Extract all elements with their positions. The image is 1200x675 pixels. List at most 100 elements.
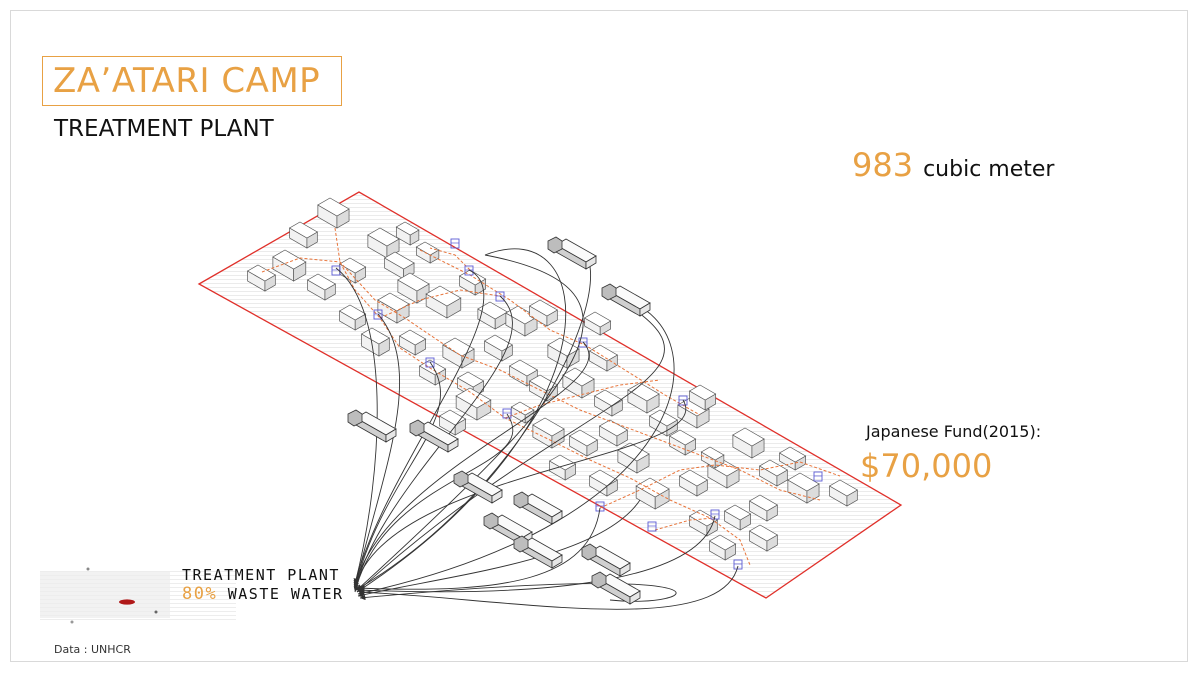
building xyxy=(708,534,737,561)
building xyxy=(360,327,391,357)
building xyxy=(562,367,595,399)
building xyxy=(700,446,725,469)
plant-line2: WASTE WATER xyxy=(227,585,344,603)
building-blocks xyxy=(246,197,859,561)
tanker-truck xyxy=(347,409,397,443)
fund-stat: Japanese Fund(2015): $70,000 xyxy=(860,422,1042,485)
building xyxy=(338,304,367,331)
flow-arrows xyxy=(335,247,739,610)
building xyxy=(758,459,789,487)
collection-tank xyxy=(813,471,823,482)
building xyxy=(748,524,779,552)
flow-arrow xyxy=(356,254,584,591)
tanker-truck xyxy=(513,535,563,569)
title-box: ZA’ATARI CAMP xyxy=(42,56,342,106)
fund-amount: $70,000 xyxy=(860,447,993,485)
building xyxy=(395,221,420,246)
building xyxy=(677,397,710,429)
flow-arrow xyxy=(353,399,687,589)
collection-tank xyxy=(710,509,720,520)
tanker-truck xyxy=(409,419,459,453)
building xyxy=(415,241,440,264)
page-subtitle: TREATMENT PLANT xyxy=(54,116,274,142)
sewer-pipe xyxy=(379,289,501,319)
building xyxy=(425,285,462,319)
flow-arrow xyxy=(357,299,675,596)
collection-tank xyxy=(450,238,460,249)
building xyxy=(528,299,559,327)
plant-percent: 80% xyxy=(182,584,218,604)
flow-arrow xyxy=(356,299,665,593)
building xyxy=(477,301,509,330)
building xyxy=(688,509,719,537)
building xyxy=(272,249,307,282)
flow-arrow xyxy=(353,361,441,589)
flow-arrow xyxy=(353,269,485,585)
slide-frame xyxy=(10,10,1188,662)
building xyxy=(583,311,612,336)
building xyxy=(748,494,779,522)
building xyxy=(288,221,319,249)
sewer-pipe xyxy=(654,517,716,531)
volume-value: 983 xyxy=(852,146,914,184)
tanker-truck xyxy=(453,470,503,504)
flow-arrow xyxy=(353,341,590,587)
building xyxy=(548,454,577,481)
building xyxy=(398,329,427,356)
page-title: ZA’ATARI CAMP xyxy=(53,61,321,101)
tanker-truck xyxy=(547,236,597,270)
collection-tanks xyxy=(331,238,823,570)
flow-arrow xyxy=(353,295,513,591)
flow-arrow xyxy=(358,507,601,591)
building xyxy=(568,429,599,457)
building xyxy=(723,504,752,531)
building xyxy=(317,197,350,229)
treatment-plant-site xyxy=(40,567,236,624)
collection-tank xyxy=(595,501,605,512)
collection-tank xyxy=(733,559,743,570)
flow-arrow xyxy=(359,583,677,602)
sewer-pipe xyxy=(419,249,701,416)
building xyxy=(787,472,820,504)
building xyxy=(732,427,765,459)
building xyxy=(588,344,619,372)
tanker-truck xyxy=(601,283,651,317)
tanker-truck xyxy=(581,543,631,577)
building xyxy=(377,292,410,324)
building xyxy=(778,446,807,471)
flow-arrow xyxy=(335,267,378,585)
plant-line1: TREATMENT PLANT xyxy=(182,566,340,584)
sewer-pipe xyxy=(429,247,471,271)
sewer-pipe xyxy=(599,461,841,509)
volume-unit: cubic meter xyxy=(923,157,1055,182)
building xyxy=(593,389,624,417)
collection-tank xyxy=(502,408,512,419)
building xyxy=(828,479,859,507)
building xyxy=(635,477,670,510)
building xyxy=(246,264,277,292)
collection-tank xyxy=(647,521,657,532)
building xyxy=(598,419,629,447)
sewer-pipe xyxy=(261,257,821,501)
building xyxy=(397,272,430,304)
flow-arrow xyxy=(353,313,401,587)
data-source: Data : UNHCR xyxy=(54,643,131,656)
tanker-truck xyxy=(591,571,641,605)
tanker-truck xyxy=(483,512,533,546)
plant-label: TREATMENT PLANT 80% WASTE WATER xyxy=(182,566,344,604)
building xyxy=(627,382,660,414)
building xyxy=(483,334,514,362)
building xyxy=(455,387,492,421)
building xyxy=(306,273,337,301)
flow-arrow xyxy=(358,565,739,610)
fund-label: Japanese Fund(2015): xyxy=(866,422,1042,441)
volume-stat: 983 cubic meter xyxy=(852,146,1054,184)
tanker-truck xyxy=(513,491,563,525)
building xyxy=(688,384,717,411)
tanker-trucks xyxy=(347,236,651,605)
flow-arrow xyxy=(357,499,641,598)
building xyxy=(505,305,538,337)
building xyxy=(668,429,697,456)
flow-arrow xyxy=(358,515,716,593)
